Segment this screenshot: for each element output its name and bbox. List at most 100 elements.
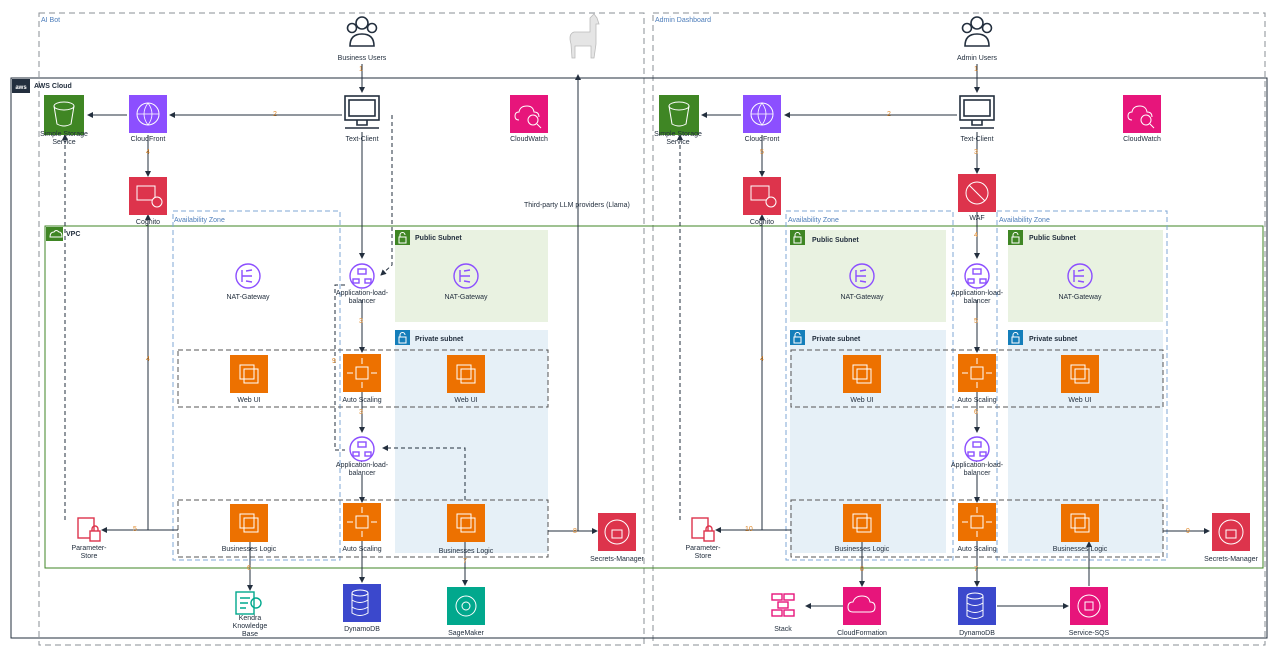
nat-gateway-label: NAT-Gateway [226, 294, 270, 301]
computer-icon [344, 95, 380, 129]
cloudwatch-icon [1123, 95, 1161, 133]
text-client-label: Text-Client [345, 136, 379, 143]
stack-icon [771, 593, 795, 617]
auto-scaling-label: Auto Scaling [957, 397, 997, 404]
sqs-icon [1070, 587, 1108, 625]
ec2-icon [447, 355, 485, 393]
parameter-store-label: Parameter-Store [685, 545, 721, 560]
web-ui-label: Web UI [850, 397, 874, 404]
step-number: 3 [359, 318, 363, 325]
dynamodb-icon [958, 587, 996, 625]
step-number: 4 [146, 149, 150, 156]
step-number: 2 [273, 111, 277, 118]
load-balancer-icon [349, 263, 375, 289]
step-number: 3 [974, 149, 978, 156]
nat-gateway-label: NAT-Gateway [444, 294, 488, 301]
aws-cloud-label: AWS Cloud [34, 83, 72, 90]
alb-label: Application-load-balancer [950, 462, 1004, 477]
ec2-icon [1061, 355, 1099, 393]
vpc-label: VPC [66, 231, 81, 238]
s3-label: Simple Storage Service [40, 131, 88, 146]
alb-label: Application-load-balancer [335, 462, 389, 477]
cloudformation-icon [843, 587, 881, 625]
step-number: 6 [974, 409, 978, 416]
cognito-icon [743, 177, 781, 215]
step-number: 9 [332, 358, 336, 365]
step-number: 9 [1186, 528, 1190, 535]
dynamodb-icon [343, 584, 381, 622]
vpc-icon [46, 227, 63, 241]
step-number: 4 [974, 232, 978, 239]
sqs-label: Service-SQS [1068, 630, 1110, 637]
secrets-manager-icon [598, 513, 636, 551]
ai-bot-group-label: AI Bot [41, 17, 61, 24]
ec2-icon [230, 355, 268, 393]
auto-scaling-icon [958, 354, 996, 392]
step-number: 7 [463, 558, 467, 565]
step-number: 1 [359, 66, 363, 73]
nat-gateway-icon [1067, 263, 1093, 289]
cloudwatch-label: CloudWatch [1123, 136, 1161, 143]
ec2-icon [230, 504, 268, 542]
business-logic-label: Businesses Logic [221, 546, 277, 553]
cloudfront-icon [743, 95, 781, 133]
parameter-store-icon [77, 517, 101, 542]
cognito-label: Cognito [749, 219, 775, 226]
step-number: 5 [133, 526, 137, 533]
private-subnet-label: Private subnet [812, 336, 861, 343]
ec2-icon [1061, 504, 1099, 542]
az-label: Availability Zone [999, 217, 1050, 224]
dynamodb-label: DynamoDB [959, 630, 995, 637]
admin-users-label: Admin Users [956, 55, 998, 62]
admin-dashboard-group-label: Admin Dashboard [655, 17, 712, 24]
s3-label: Simple Storage Service [654, 131, 702, 146]
dynamodb-label: DynamoDB [344, 626, 380, 633]
aws-logo [12, 79, 30, 93]
az-label: Availability Zone [788, 217, 839, 224]
web-ui-label: Web UI [1068, 397, 1092, 404]
aws-cloud-frame [10, 77, 1268, 639]
llama-icon [569, 13, 600, 59]
admin-dashboard-group [652, 12, 1266, 646]
business-users-label: Business Users [337, 55, 387, 62]
public-subnet-left [395, 230, 548, 322]
users-icon [961, 16, 993, 47]
waf-icon [958, 174, 996, 212]
users-icon [346, 16, 378, 47]
alb-label: Application-load-balancer [335, 290, 389, 305]
auto-scaling-label: Auto Scaling [342, 397, 382, 404]
alb-label: Application-load-balancer [950, 290, 1004, 305]
parameter-store-icon [691, 517, 715, 542]
secrets-manager-label: Secrets-Manager [1204, 556, 1258, 563]
cognito-icon [129, 177, 167, 215]
step-number: 4 [760, 356, 764, 363]
s3-icon [659, 95, 699, 135]
nat-gateway-icon [235, 263, 261, 289]
nat-gateway-label: NAT-Gateway [1058, 294, 1102, 301]
nat-gateway-icon [453, 263, 479, 289]
ec2-icon [447, 504, 485, 542]
step-number: 3 [359, 409, 363, 416]
auto-scaling-label: Auto Scaling [957, 546, 997, 553]
sagemaker-icon [447, 587, 485, 625]
az-right-1 [785, 210, 954, 561]
secrets-manager-icon [1212, 513, 1250, 551]
step-number: 8 [860, 566, 864, 573]
az-left-1 [172, 210, 341, 561]
step-number: 5 [760, 149, 764, 156]
step-number: 6 [247, 565, 251, 572]
secrets-manager-label: Secrets-Manager [590, 556, 644, 563]
load-balancer-icon [964, 436, 990, 462]
llm-providers-label: Third-party LLM providers (Llama) [524, 202, 630, 209]
step-number: 5 [974, 318, 978, 325]
auto-scaling-icon [958, 503, 996, 541]
step-number: 1 [974, 66, 978, 73]
web-ui-label: Web UI [237, 397, 261, 404]
ec2-icon [843, 504, 881, 542]
load-balancer-icon [964, 263, 990, 289]
auto-scaling-icon [343, 503, 381, 541]
cloudfront-label: CloudFront [130, 136, 166, 143]
step-number: 7 [974, 566, 978, 573]
text-client-label: Text-Client [960, 136, 994, 143]
